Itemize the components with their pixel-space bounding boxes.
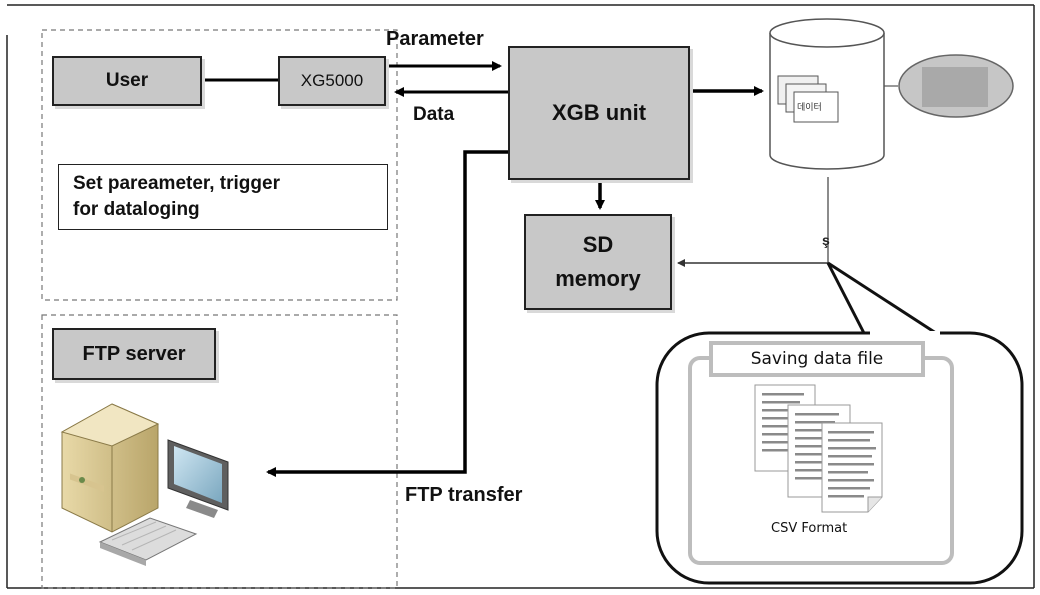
xg5000-box-label: XG5000 bbox=[300, 71, 364, 90]
callout-pointer-left bbox=[826, 262, 868, 338]
ftp-transfer-label: FTP transfer bbox=[405, 484, 523, 506]
note-line-1: Set pareameter, trigger bbox=[73, 173, 280, 194]
callout-pointer-right bbox=[827, 261, 943, 339]
ftp-group-dashed bbox=[41, 314, 398, 589]
xgb-unit-box: XGB unit bbox=[508, 46, 690, 180]
parameter-label: Parameter bbox=[386, 28, 484, 50]
user-group-dashed bbox=[41, 29, 398, 301]
ftp-transfer-arrow bbox=[266, 150, 508, 477]
small-glyph: ş bbox=[822, 232, 830, 248]
ftp-computer-icon bbox=[60, 403, 229, 566]
user-box-label: User bbox=[105, 70, 149, 91]
csv-format-label: CSV Format bbox=[771, 521, 848, 536]
ftp-server-box: FTP server bbox=[52, 328, 216, 380]
user-box: User bbox=[52, 56, 202, 106]
sd-memory-line-2: memory bbox=[555, 266, 641, 291]
sd-memory-line-1: SD bbox=[582, 232, 614, 257]
ftp-server-box-label: FTP server bbox=[82, 342, 186, 365]
blurred-ellipse-shape bbox=[898, 54, 1014, 118]
saving-file-title-text: Saving data file bbox=[750, 349, 884, 369]
saving-file-title: Saving data file bbox=[709, 341, 925, 377]
data-label: Data bbox=[413, 104, 455, 125]
database-cylinder-icon: 데이터 bbox=[769, 18, 885, 170]
note-line-2: for dataloging bbox=[73, 199, 200, 220]
xg5000-box: XG5000 bbox=[278, 56, 386, 106]
csv-documents-icon bbox=[754, 384, 883, 513]
db-doc-text: 데이터 bbox=[797, 102, 822, 113]
trigger-note-box: Set pareameter, trigger for dataloging bbox=[58, 164, 388, 230]
sd-memory-box: SD memory bbox=[524, 214, 672, 310]
xgb-unit-box-label: XGB unit bbox=[551, 100, 647, 125]
